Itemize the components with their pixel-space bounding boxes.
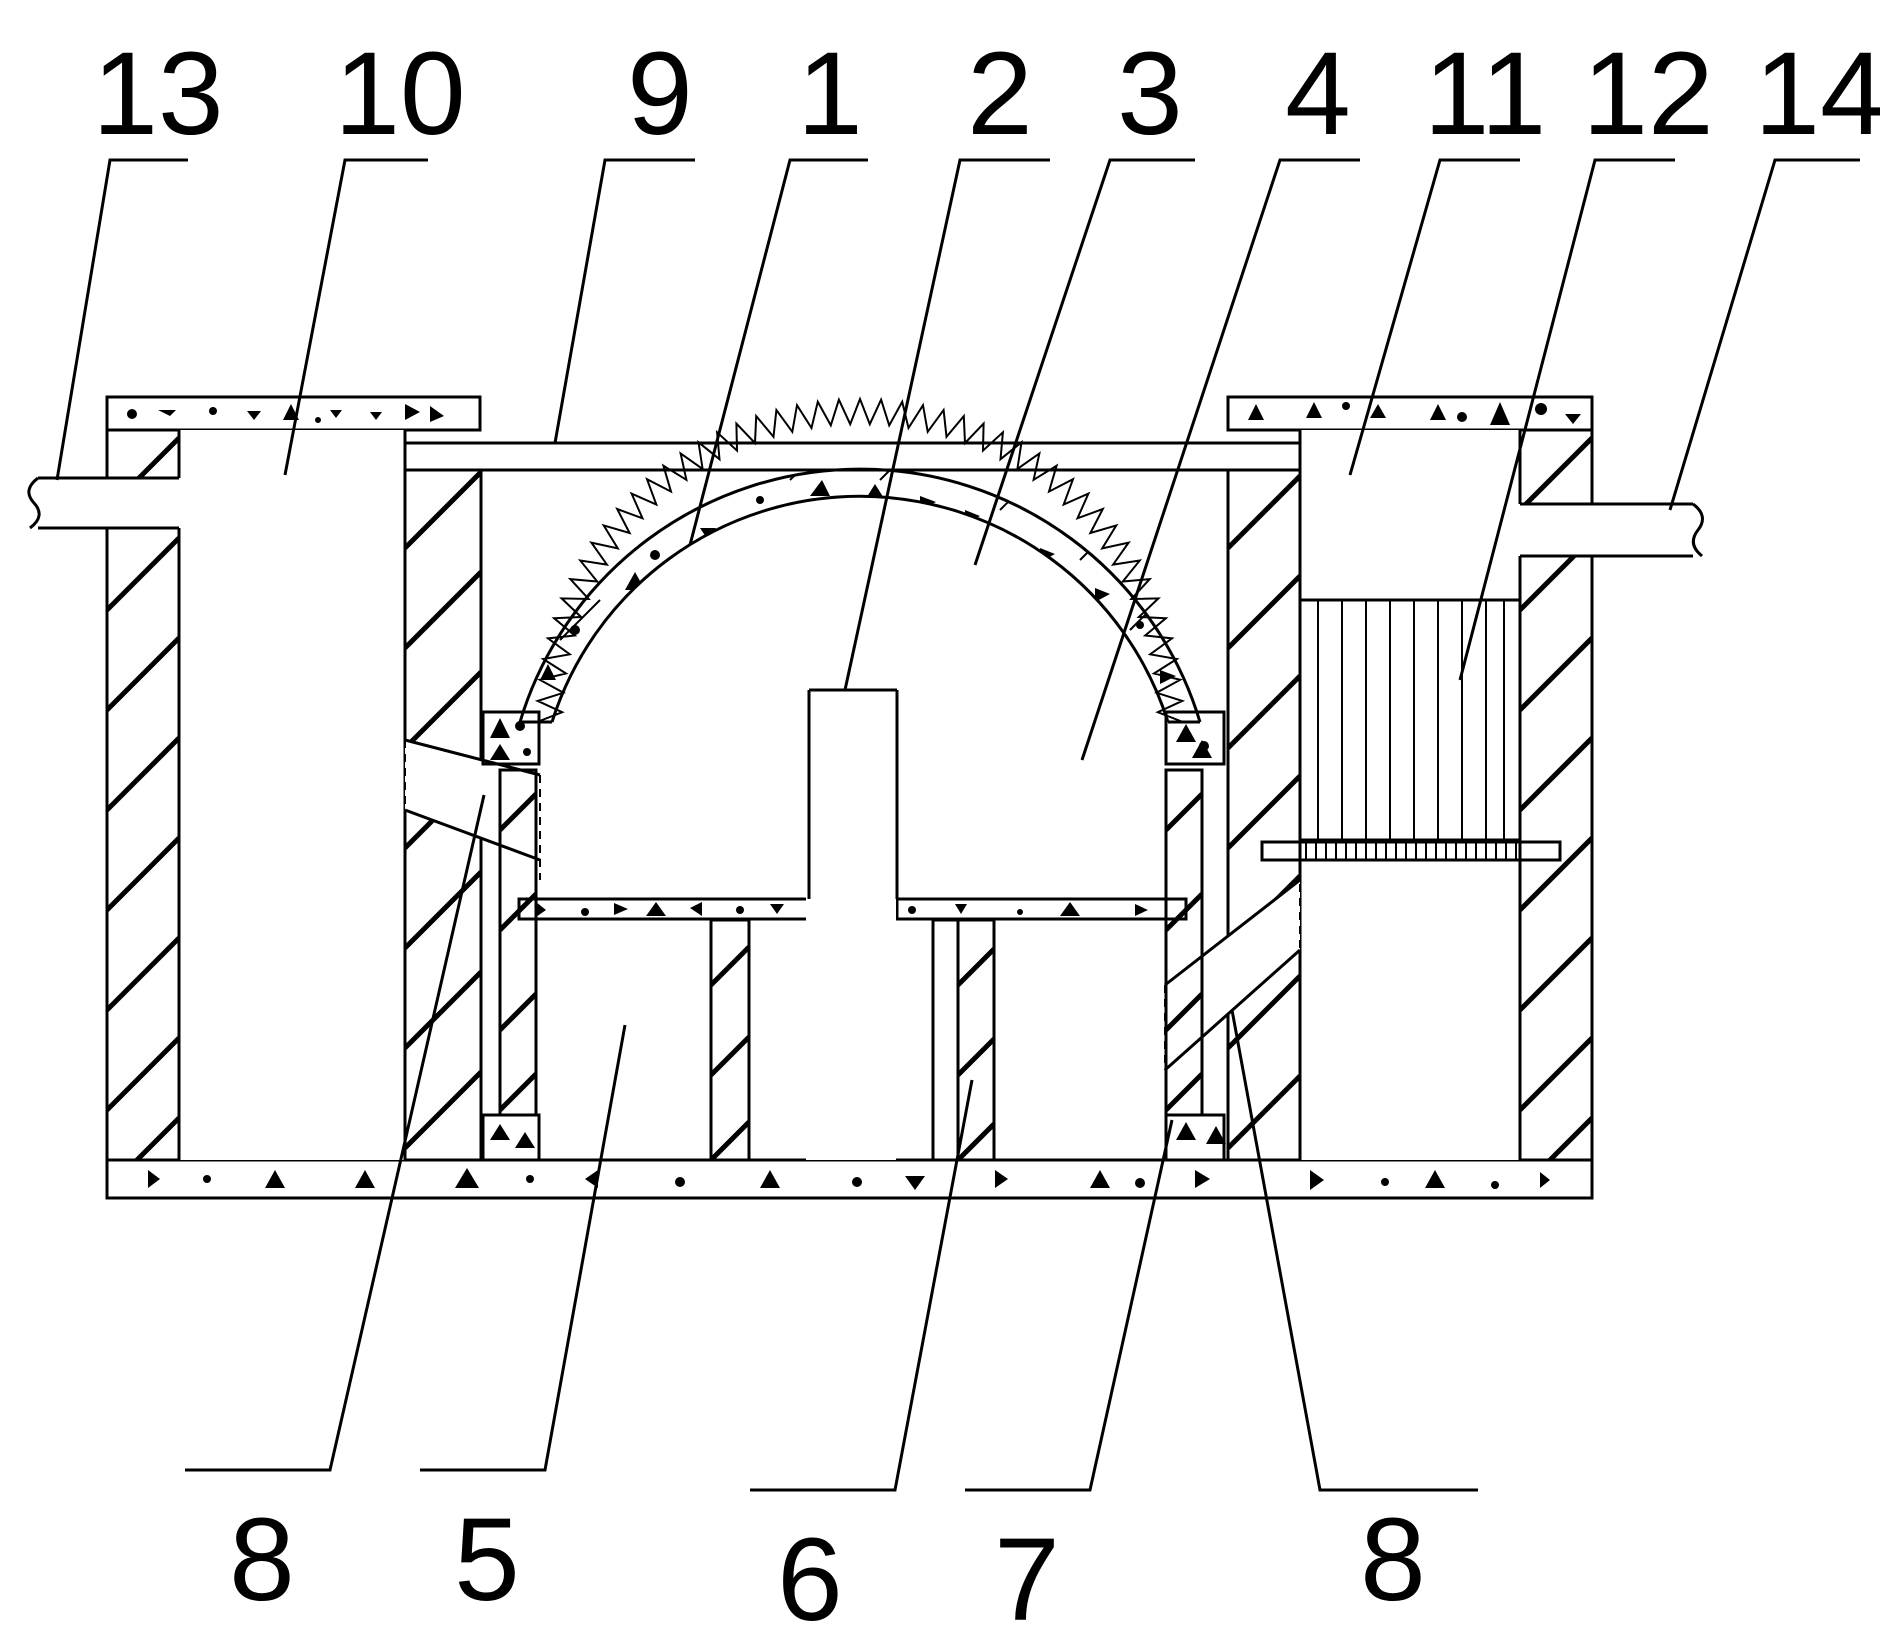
label-9: 9	[627, 28, 693, 160]
outlet-pipe	[1518, 502, 1704, 558]
inlet-pipe	[27, 476, 181, 530]
label-7: 7	[994, 1514, 1060, 1641]
filter-block	[1298, 598, 1522, 842]
bottom-slab	[105, 1158, 1594, 1200]
platform-slab-left	[517, 897, 812, 921]
label-10: 10	[334, 28, 465, 160]
label-1: 1	[797, 28, 863, 160]
inlet-chamber	[179, 430, 405, 1160]
arched-shell	[518, 467, 1202, 724]
label-14: 14	[1754, 28, 1880, 160]
label-8-right: 8	[1360, 1494, 1426, 1626]
toothed-lining	[534, 396, 1186, 723]
part-labels: 13 10 9 1 2 3 4 11 12 14 8 5 6 7 8	[92, 28, 1880, 1641]
lower-post-right	[931, 918, 996, 1162]
right-support-post	[1164, 710, 1226, 1162]
cover-plate	[405, 441, 1300, 472]
label-4: 4	[1285, 28, 1351, 160]
right-top-slab	[1226, 395, 1594, 432]
label-8-left: 8	[229, 1494, 295, 1626]
central-riser	[806, 688, 899, 1160]
left-outer-wall	[105, 428, 181, 1162]
label-11: 11	[1424, 28, 1547, 160]
label-2: 2	[967, 28, 1033, 160]
label-3: 3	[1117, 28, 1183, 160]
label-6: 6	[777, 1514, 843, 1641]
label-12: 12	[1582, 28, 1713, 160]
lower-post-left	[709, 918, 751, 1162]
filter-support-plate	[1260, 840, 1562, 862]
leader-lines	[55, 158, 1860, 1492]
right-inner-wall	[1226, 468, 1302, 1162]
outlet-chamber	[1300, 430, 1520, 1160]
label-13: 13	[92, 28, 223, 160]
left-inner-wall	[403, 468, 483, 1162]
platform-slab-right	[895, 897, 1188, 921]
label-5: 5	[454, 1494, 520, 1626]
